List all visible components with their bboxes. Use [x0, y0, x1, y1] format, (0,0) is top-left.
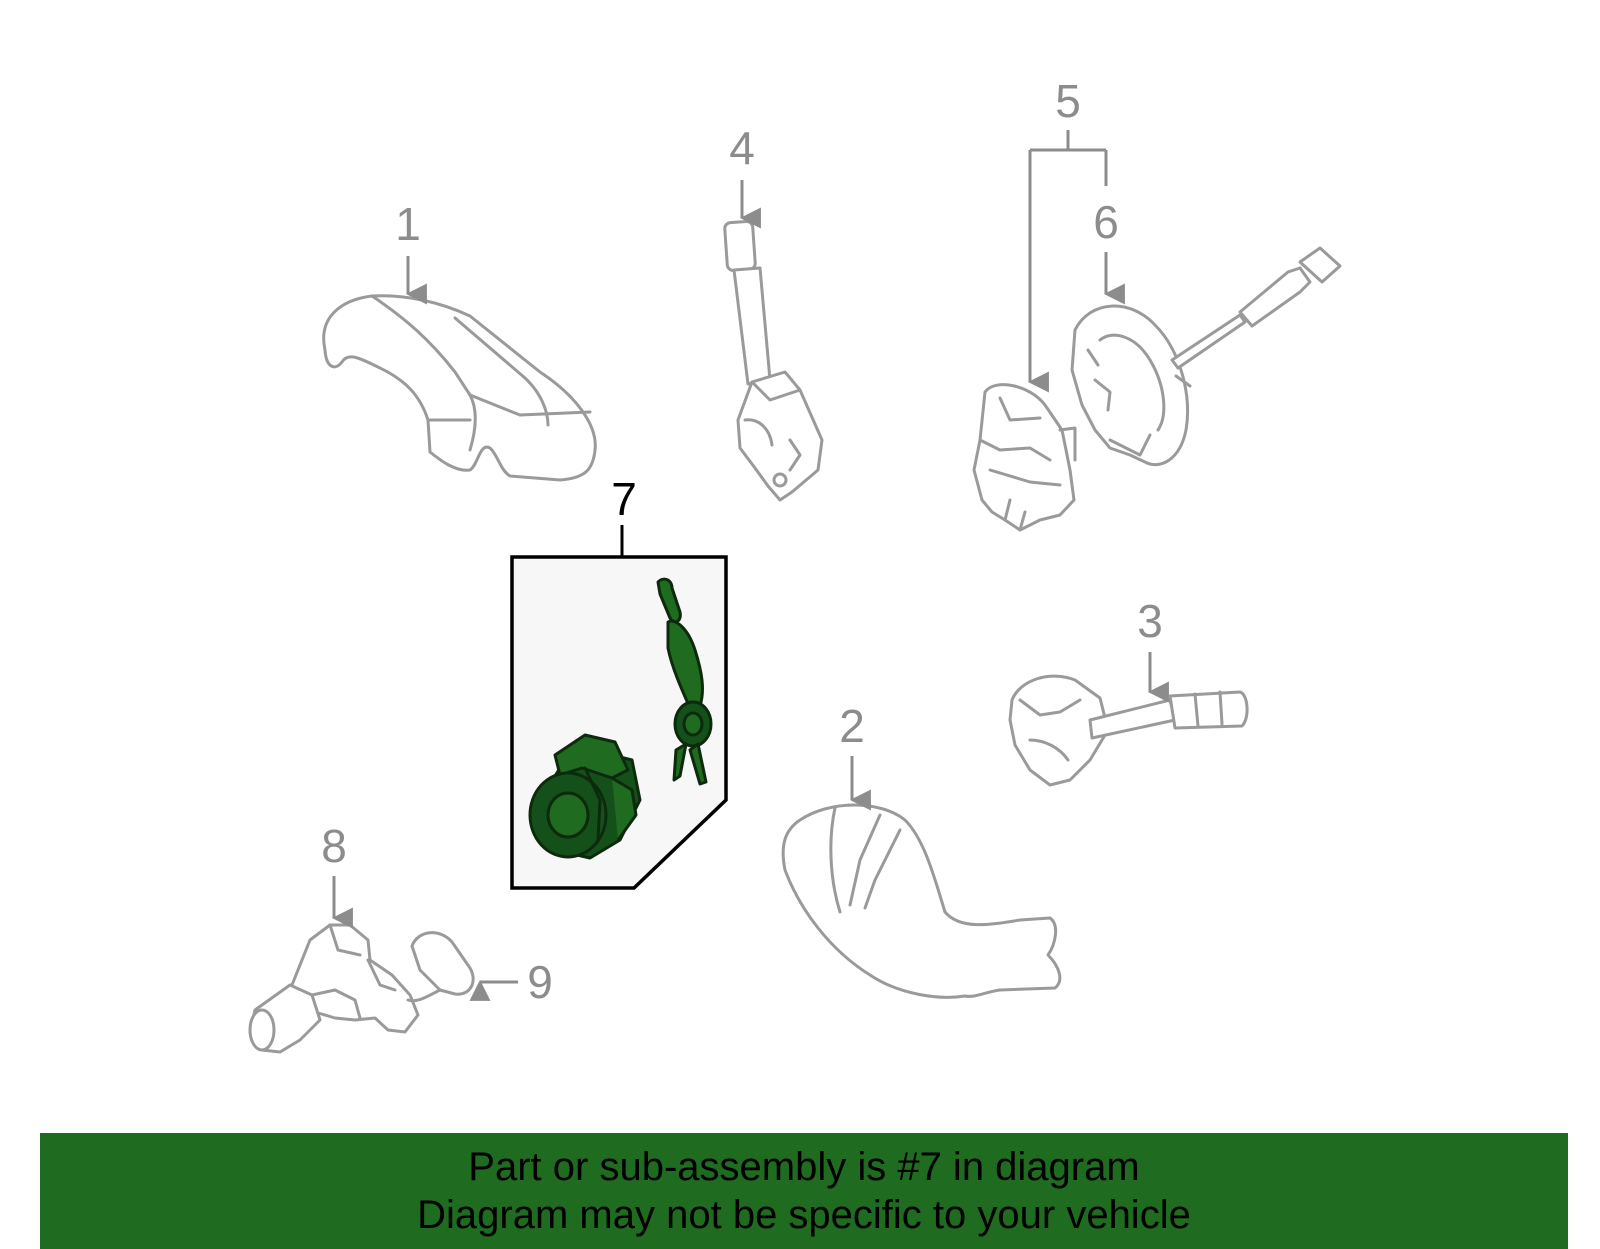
part-9-cover[interactable]	[406, 931, 475, 1003]
part-3-lever-switch[interactable]	[1008, 674, 1249, 787]
svg-text:1: 1	[395, 198, 421, 250]
callout-2: 2	[839, 700, 871, 811]
part-8-ignition-switch[interactable]	[248, 923, 420, 1054]
part-5-switch-housing[interactable]	[972, 383, 1077, 532]
part-7-key	[656, 577, 713, 786]
part-4-lever-switch[interactable]	[723, 219, 824, 502]
svg-text:6: 6	[1093, 196, 1119, 248]
svg-text:2: 2	[839, 700, 865, 752]
callout-5: 5	[1027, 75, 1108, 393]
svg-text:7: 7	[611, 473, 637, 525]
callout-9: 9	[469, 956, 553, 1008]
svg-text:4: 4	[729, 122, 755, 174]
part-7-highlight[interactable]	[510, 525, 728, 890]
banner-line-2: Diagram may not be specific to your vehi…	[417, 1193, 1191, 1237]
part-2-lower-cover[interactable]	[781, 803, 1062, 999]
part-1-column-cover[interactable]	[322, 294, 597, 482]
callout-3: 3	[1137, 595, 1169, 703]
svg-text:9: 9	[527, 956, 553, 1008]
info-banner: Part or sub-assembly is #7 in diagram Di…	[40, 1133, 1568, 1249]
callout-7: 7	[611, 473, 637, 525]
svg-text:5: 5	[1055, 75, 1081, 127]
callout-6: 6	[1093, 196, 1125, 305]
part-7-lock-cylinder	[528, 733, 642, 860]
callout-4: 4	[729, 122, 761, 229]
part-6-clock-spring[interactable]	[1070, 246, 1342, 467]
banner-line-1: Part or sub-assembly is #7 in diagram	[468, 1145, 1140, 1189]
svg-text:8: 8	[321, 820, 347, 872]
callout-8: 8	[321, 820, 353, 929]
svg-text:3: 3	[1137, 595, 1163, 647]
callout-1: 1	[395, 198, 427, 305]
